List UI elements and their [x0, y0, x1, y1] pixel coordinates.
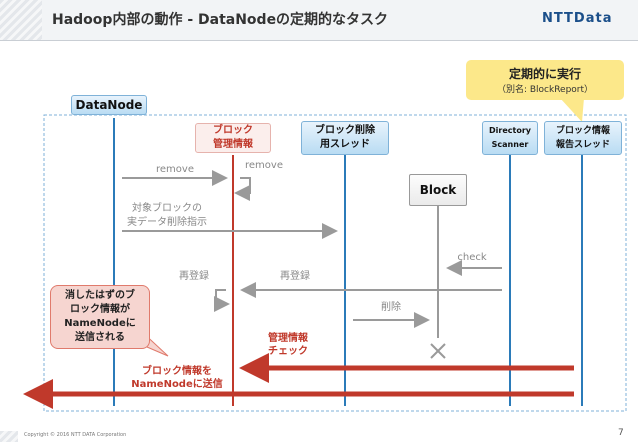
arrow-remove-self: [234, 177, 251, 201]
note-tail: [560, 98, 584, 122]
lane-directory-scanner: Directory Scanner: [482, 121, 538, 155]
label-send-namenode: ブロック情報を NameNodeに送信: [122, 365, 232, 391]
periodic-note-title: 定期的に実行: [508, 67, 581, 81]
copyright-text: Copyright © 2016 NTT DATA Corporation: [24, 432, 127, 438]
label-mgmt-check: 管理情報 チェック: [268, 333, 308, 357]
label-reregister-right: 再登録: [280, 271, 310, 282]
footer-bar: [0, 429, 638, 442]
arrow-reregister-self: [214, 289, 230, 312]
label-delete-instruction: 対象ブロックの 実データ削除指示: [127, 203, 207, 228]
block: Block: [409, 174, 467, 206]
header-bar: [42, 0, 638, 40]
page-number: 7: [618, 428, 624, 438]
datanode-container: [43, 114, 627, 412]
lane-block-delete-thread: ブロック削除 用スレッド: [301, 121, 389, 155]
header-divider: [0, 40, 638, 41]
footer-decoration: [0, 431, 18, 442]
label-remove-right: remove: [245, 160, 283, 171]
datanode-label: DataNode: [71, 95, 147, 115]
label-remove-left: remove: [156, 164, 194, 175]
periodic-note-subtitle: （別名: BlockReport）: [496, 85, 594, 95]
brand-logo: NTTData: [542, 11, 613, 26]
lane-block-report-thread: ブロック情報 報告スレッド: [544, 121, 622, 155]
label-check: check: [457, 252, 487, 263]
lane-block-mgmt: ブロック 管理情報: [195, 123, 271, 153]
header-left-decoration: [0, 0, 42, 40]
page-title: Hadoop内部の動作 - DataNodeの定期的なタスク: [52, 12, 389, 28]
label-delete: 削除: [381, 302, 401, 313]
callout-stale-block-info: 消したはずのブ ロック情報が NameNodeに 送信される: [50, 285, 150, 349]
block-deleted-x-icon: [430, 343, 446, 359]
periodic-note: 定期的に実行 （別名: BlockReport）: [466, 60, 624, 100]
label-reregister-left: 再登録: [179, 271, 209, 282]
